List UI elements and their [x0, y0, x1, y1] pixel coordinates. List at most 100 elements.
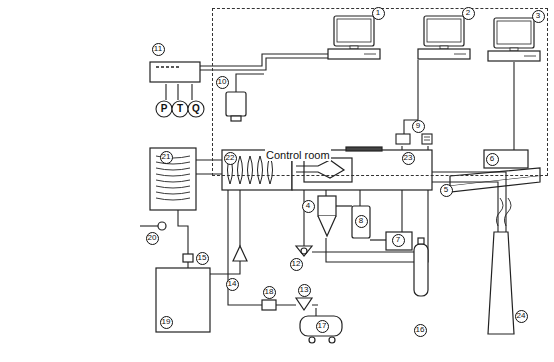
callout-number: 17: [316, 320, 329, 333]
callout-number: 18: [263, 286, 276, 299]
callout-number: 2: [462, 7, 475, 20]
signal-cables: [513, 62, 514, 150]
cyclone-and-filter: [318, 196, 412, 250]
water-bath: [156, 268, 210, 332]
pumps-valves: [262, 300, 276, 310]
pumps-valves: [296, 298, 312, 310]
pumps-valves: [233, 246, 247, 261]
pumps-valves: [329, 337, 335, 343]
water-bath: [156, 168, 190, 170]
water-bath: [156, 174, 190, 176]
water-bath: [156, 156, 190, 200]
cyclone-and-filter: [318, 216, 336, 236]
pipes: [315, 308, 316, 316]
data-logger: [150, 62, 200, 82]
computer-monitors: [328, 16, 380, 59]
sensors: [188, 101, 204, 117]
sensors: [156, 101, 172, 117]
computer-monitors: [328, 16, 540, 61]
signal-converters: [424, 137, 430, 140]
callout-number: 14: [226, 278, 239, 291]
water-bath: [183, 254, 193, 262]
callout-number: 3: [532, 10, 545, 23]
water-bath: [158, 222, 166, 230]
pumps-valves: [309, 337, 315, 343]
water-bath: [156, 186, 190, 188]
water-bath: [156, 198, 190, 200]
sensor-letter: Q: [188, 101, 204, 117]
signal-converters: [396, 134, 410, 144]
sensors: [156, 101, 204, 117]
pumps-valves: [418, 238, 424, 244]
callout-number: 7: [392, 234, 405, 247]
water-bath: [156, 162, 190, 164]
callout-number: 16: [414, 324, 427, 337]
balance-and-conveyor: [450, 150, 540, 192]
sensor-letter: T: [172, 101, 188, 117]
callout-number: 10: [216, 76, 229, 89]
callout-number: 12: [290, 258, 303, 271]
sensors: [172, 101, 188, 117]
pipes: [228, 190, 318, 305]
chimney: [488, 198, 514, 334]
callout-number: 23: [402, 152, 415, 165]
furnace: [222, 147, 432, 190]
pipes: [239, 190, 240, 246]
video-camera: [231, 116, 241, 121]
callout-number: 15: [196, 252, 209, 265]
signal-converters: [422, 134, 432, 144]
signal-converters: [396, 134, 432, 144]
callout-number: 5: [440, 184, 453, 197]
signal-cables: [200, 54, 328, 66]
callout-number: 19: [160, 316, 173, 329]
computer-monitors: [418, 16, 470, 59]
pumps-valves: [296, 246, 312, 256]
water-bath: [150, 148, 210, 332]
water-bath: [150, 148, 196, 210]
pipes: [304, 190, 414, 252]
callout-number: 8: [355, 215, 368, 228]
furnace: [346, 147, 382, 151]
pumps-valves: [300, 316, 342, 336]
pipes: [178, 210, 188, 254]
callout-number: 6: [486, 153, 499, 166]
signal-cables: [166, 84, 192, 100]
signal-cables: [236, 74, 264, 92]
region-box: Control room: [212, 8, 548, 176]
video-camera: [226, 92, 246, 121]
balance-and-conveyor: [484, 150, 528, 168]
pipes: [196, 160, 222, 174]
chimney: [488, 232, 514, 334]
pipes: [187, 262, 188, 268]
pumps-valves: [301, 248, 307, 254]
sensor-letter: P: [156, 101, 172, 117]
callout-number: 13: [298, 284, 311, 297]
callout-number: 11: [152, 43, 165, 56]
water-bath: [156, 180, 190, 182]
callout-number: 21: [160, 151, 173, 164]
callout-number: 4: [302, 200, 315, 213]
signal-cables: [166, 54, 514, 262]
pipes: [210, 260, 240, 274]
cyclone-and-filter: [336, 205, 352, 206]
callout-number: 1: [372, 7, 385, 20]
data-logger: [156, 66, 179, 68]
signal-cables: [200, 58, 328, 70]
callout-number: 22: [224, 152, 237, 165]
region-label: Control room: [265, 149, 331, 161]
pipes: [432, 172, 506, 232]
video-camera: [226, 92, 246, 116]
chimney: [496, 198, 511, 226]
callout-number: 9: [412, 120, 425, 133]
pumps-valves: [414, 244, 428, 296]
data-logger: [150, 62, 200, 82]
balance-and-conveyor: [450, 176, 540, 192]
callout-number: 24: [515, 310, 528, 323]
pumps-valves: [233, 238, 428, 343]
callout-number: 20: [146, 232, 159, 245]
pipes: [140, 225, 158, 226]
cyclone-and-filter: [352, 206, 370, 238]
water-bath: [156, 192, 190, 194]
pipes: [432, 182, 498, 232]
cyclone-and-filter: [386, 232, 412, 250]
